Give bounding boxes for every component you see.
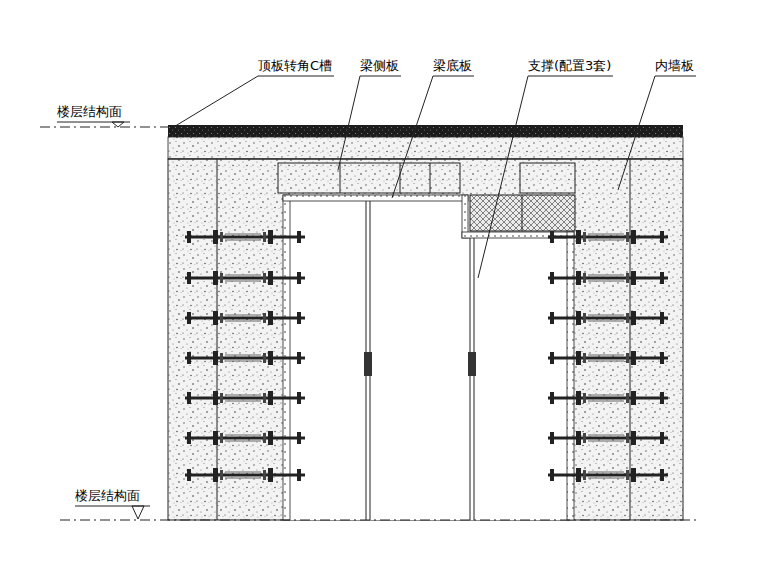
leader-underline [655,76,696,77]
callout-label: 梁侧板 [360,58,399,74]
leader-underline [433,76,474,77]
callout-label: 内墙板 [655,58,694,74]
callout-label: 楼层结构面 [75,488,140,504]
leader-underline [360,76,401,77]
callout-label: 楼层结构面 [57,104,122,120]
callout-label: 顶板转角C槽 [258,58,332,74]
callout-label: 支撑(配置3套) [528,58,611,74]
leader-underline [258,76,334,77]
callout-label: 梁底板 [433,58,472,74]
leader-underline [528,76,613,77]
